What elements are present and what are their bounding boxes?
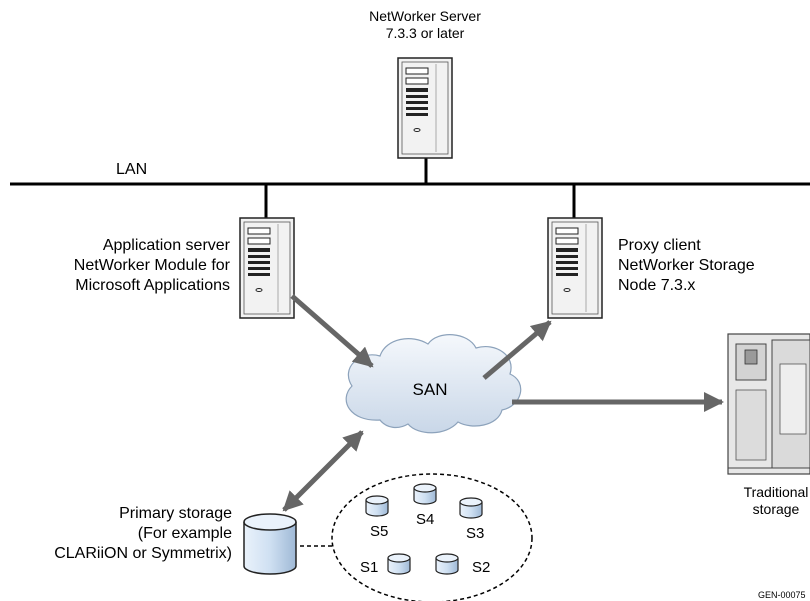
application-server-line1: Application server [102, 237, 230, 254]
networker-server-icon [397, 57, 453, 159]
primary-storage-line1: Primary storage [119, 505, 232, 522]
san-label: SAN [413, 380, 448, 399]
application-server-line2: NetWorker Module for [73, 257, 230, 274]
proxy-client-line3: Node 7.3.x [618, 277, 696, 294]
snapshot-disk-s5-icon [365, 495, 389, 517]
application-server-line3: Microsoft Applications [75, 277, 230, 294]
snapshot-s5-label: S5 [370, 523, 388, 540]
proxy-client-label: Proxy client NetWorker Storage Node 7.3.… [618, 236, 808, 296]
snapshot-group-ellipse [331, 473, 533, 601]
traditional-storage-icon [727, 333, 810, 475]
snapshot-disk-s3-icon [459, 497, 483, 519]
networker-server-line1: NetWorker Server [369, 8, 481, 24]
primary-storage-line2: (For example [137, 525, 232, 542]
snapshot-disk-s4-icon [413, 483, 437, 505]
primary-storage-disk-icon [243, 513, 297, 575]
proxy-client-icon [547, 217, 603, 319]
proxy-client-line2: NetWorker Storage [618, 257, 755, 274]
primary-storage-label: Primary storage (For example CLARiiON or… [24, 504, 232, 564]
san-primary-bidirectional-arrow [282, 430, 364, 512]
figure-id-label: GEN-00075 [758, 590, 806, 600]
snapshot-disk-s1-icon [387, 553, 411, 575]
networker-server-label: NetWorker Server 7.3.3 or later [330, 8, 520, 42]
proxy-client-line1: Proxy client [618, 237, 701, 254]
traditional-storage-line1: Traditional [743, 484, 809, 500]
snapshot-s2-label: S2 [472, 559, 490, 576]
app-to-san-arrow [290, 294, 374, 368]
lan-label: LAN [116, 161, 148, 178]
snapshot-s1-label: S1 [360, 559, 378, 576]
snapshot-s3-label: S3 [466, 525, 484, 542]
snapshot-disk-s2-icon [435, 553, 459, 575]
snapshot-s4-label: S4 [416, 511, 434, 528]
application-server-label: Application server NetWorker Module for … [30, 236, 230, 296]
san-to-proxy-arrow [482, 320, 552, 380]
primary-storage-line3: CLARiiON or Symmetrix) [54, 545, 232, 562]
traditional-storage-label: Traditional storage [726, 484, 810, 518]
traditional-storage-line2: storage [752, 501, 800, 517]
networker-server-line2: 7.3.3 or later [385, 25, 465, 41]
application-server-icon [239, 217, 295, 319]
